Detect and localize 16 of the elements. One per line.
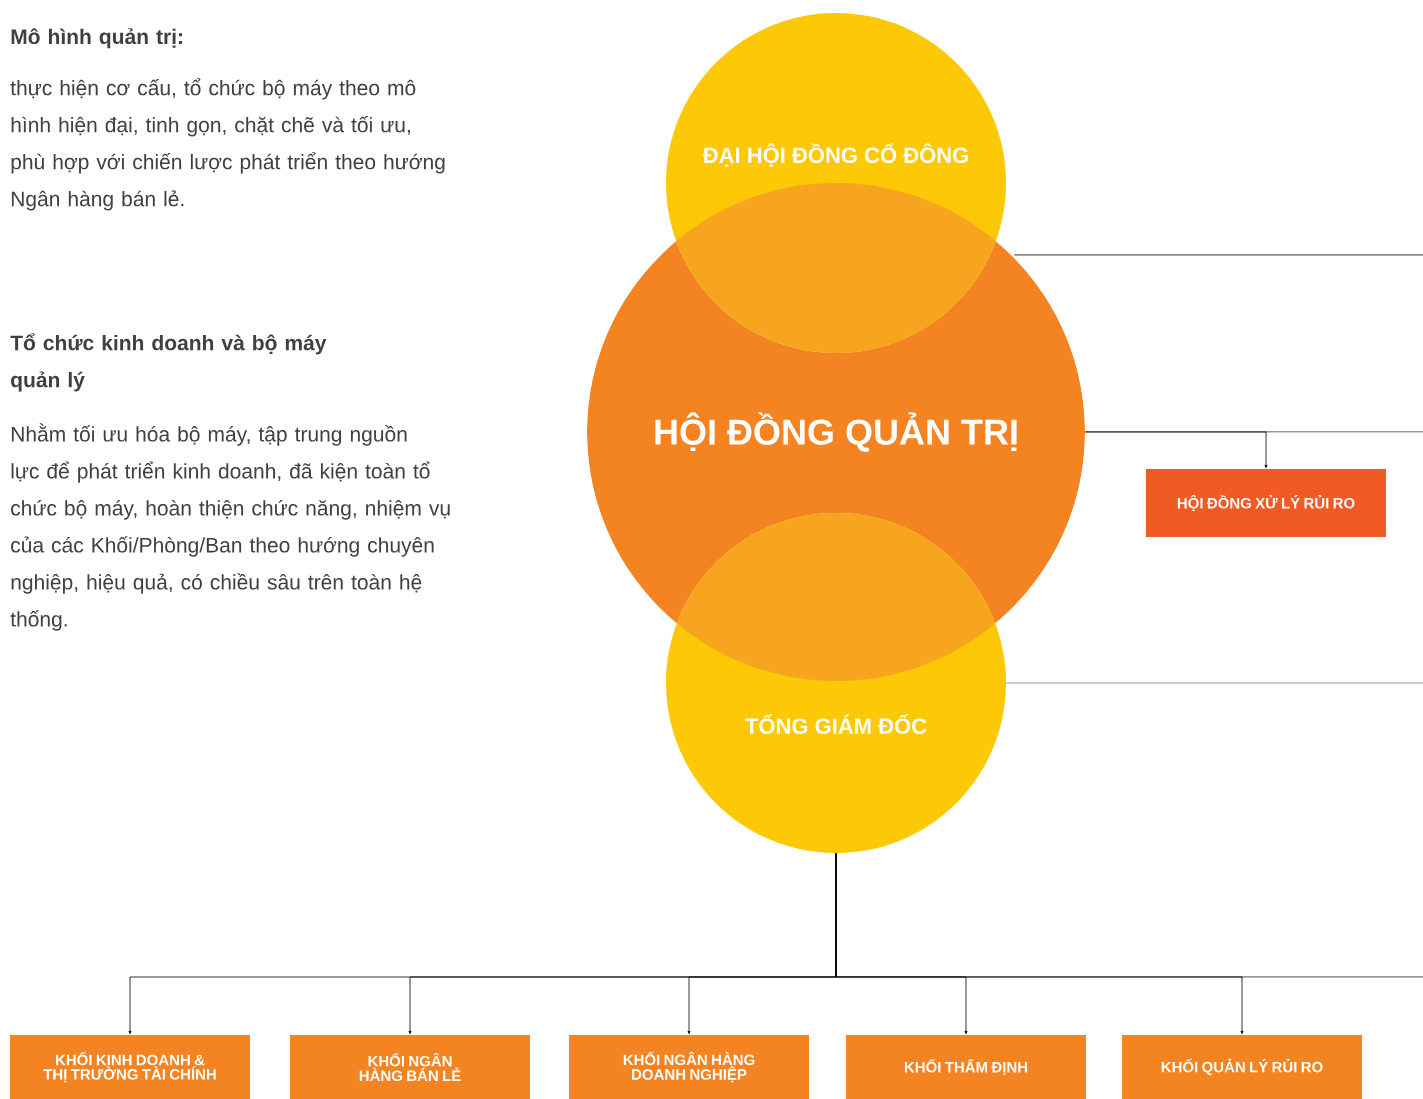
unit-box: HỘI ĐỒNG XỬ LÝ RỦI RO [1146, 469, 1386, 537]
unit-box: KHỐI NGÂN HÀNG BÁN LẺ [290, 1035, 530, 1099]
section-heading: Tổ chức kinh doanh và bộ máy quản lý [10, 333, 327, 392]
unit-box: KHỐI NGÂN HÀNG DOANH NGHIỆP [569, 1035, 809, 1099]
connector-line [835, 852, 1423, 978]
connector-line [1013, 254, 1423, 256]
paragraph: Nhằm tối ưu hóa bộ máy, tập trung nguồn lực để phát triển kinh doanh, đã kiện toàn tổ chức bộ máy, hoàn thiện chức năng, nhiệm vụ của các Khối/Phòng/Ban theo hướng chuyên nghiệp, hiệu quả, có chiều sâu trên toàn hệ thống. [10, 423, 450, 631]
paragraph: thực hiện cơ cấu, tổ chức bộ máy theo mô hình hiện đại, tinh gọn, chặt chẽ và tối ưu, phù hợp với chiến lược phát triển theo hướng Ngân hàng bán lẻ. [10, 78, 445, 211]
unit-box: KHỐI QUẢN LÝ RỦI RO [1122, 1035, 1362, 1099]
node-label: ĐẠI HỘI ĐỒNG CỔ ĐÔNG [702, 143, 968, 167]
unit-box: KHỐI THẨM ĐỊNH [846, 1035, 1086, 1099]
circle-node: TỔNG GIÁM ĐỐC [666, 513, 1006, 853]
unit-box: KHỐI KINH DOANH & THỊ TRƯỜNG TÀI CHÍNH [10, 1035, 250, 1099]
section-heading: Mô hình quản trị: [11, 28, 182, 49]
arrow [1084, 431, 1268, 469]
node-label: TỔNG GIÁM ĐỐC [745, 714, 927, 734]
